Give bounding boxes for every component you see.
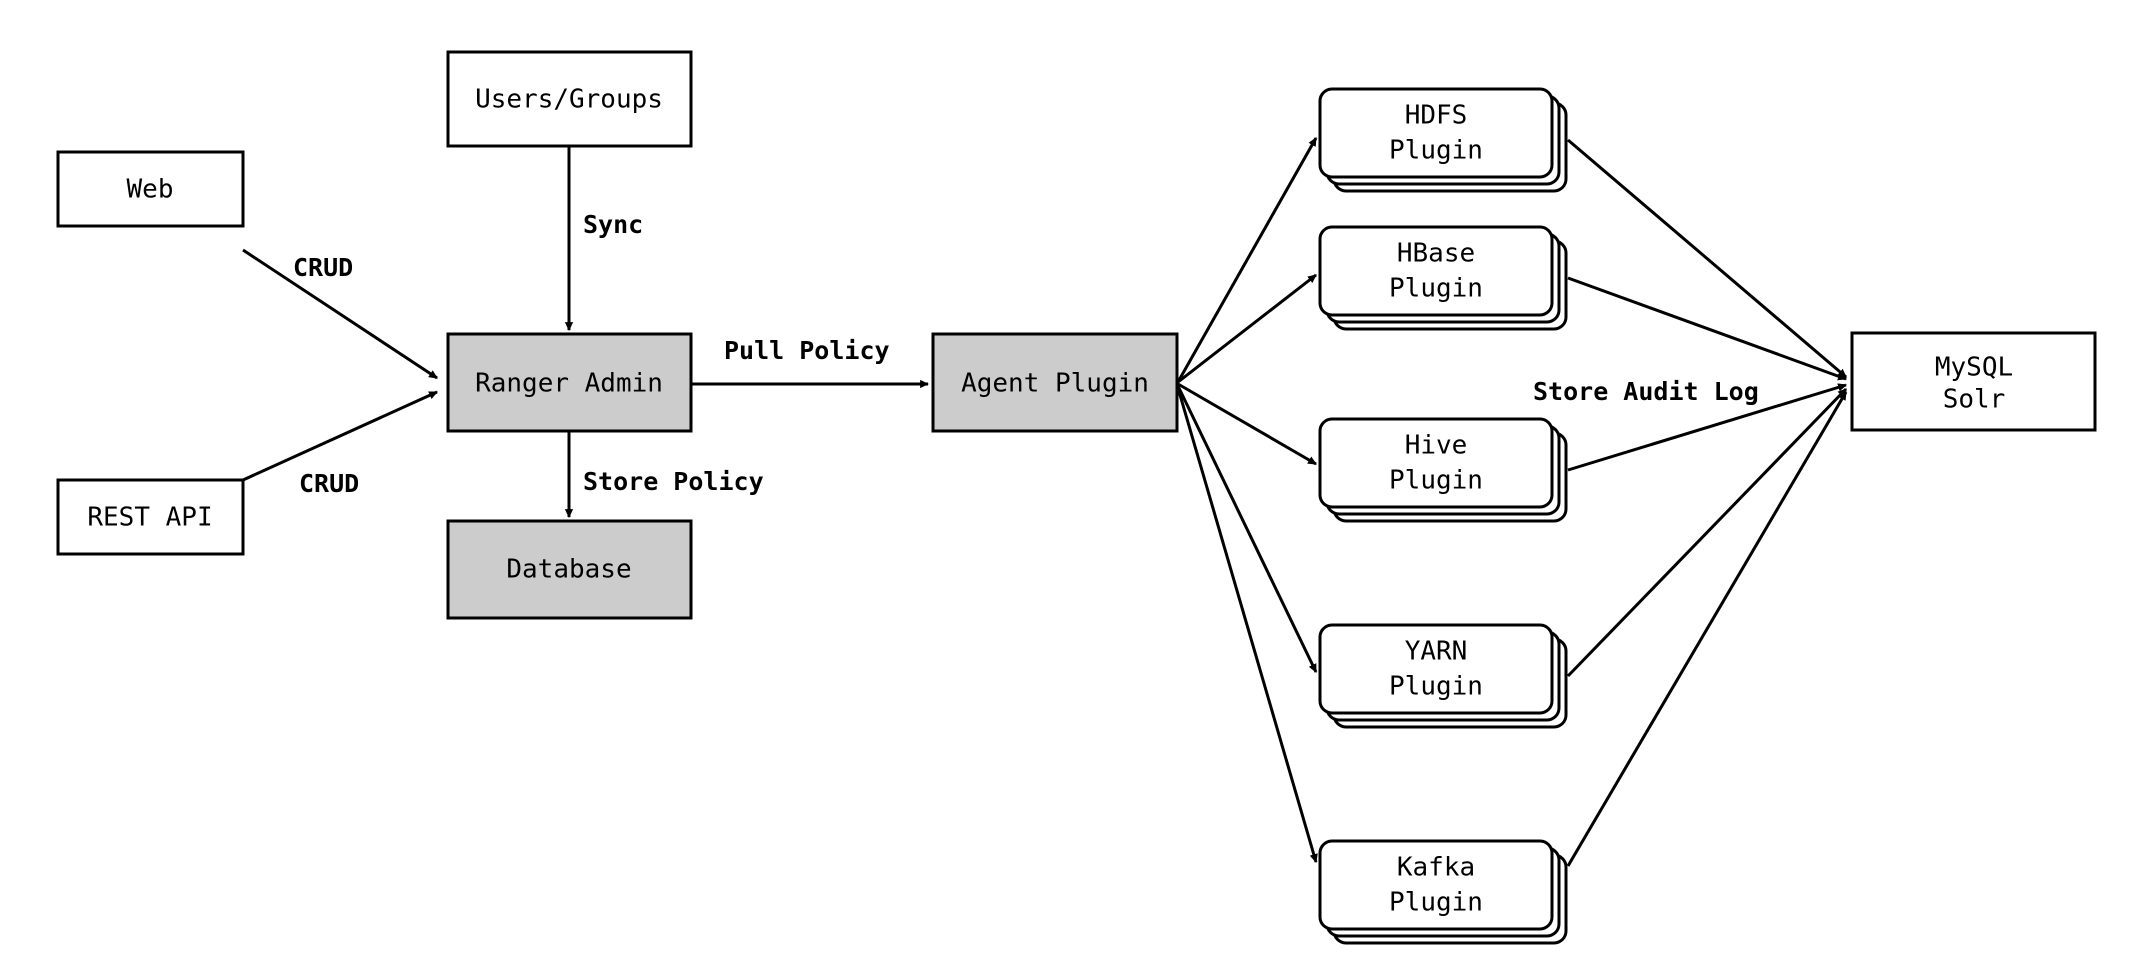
edge-agent-to-hive-plugin <box>1177 382 1317 466</box>
node-rest-api-label: REST API <box>87 503 212 533</box>
edge-agent-to-kafka-plugin <box>1176 387 1318 864</box>
node-users-groups-label: Users/Groups <box>475 85 663 115</box>
node-mysql-solr-label-line1: MySQL <box>1935 353 2013 383</box>
node-hdfs-plugin[interactable]: HDFS Plugin <box>1318 87 1568 193</box>
node-kafka-plugin-label-line1: Kafka <box>1397 853 1475 883</box>
node-web-label: Web <box>127 175 174 205</box>
node-kafka-plugin[interactable]: Kafka Plugin <box>1318 839 1568 945</box>
node-rest-api[interactable]: REST API <box>56 478 245 556</box>
edge-label-store-audit-log: Store Audit Log <box>1533 377 1759 406</box>
node-hive-plugin-label-line2: Plugin <box>1389 466 1483 496</box>
node-hive-plugin-label-line1: Hive <box>1405 431 1468 461</box>
node-mysql-solr[interactable]: MySQL Solr <box>1850 331 2097 432</box>
node-hive-plugin[interactable]: Hive Plugin <box>1318 417 1568 523</box>
node-hbase-plugin-label-line1: HBase <box>1397 239 1475 269</box>
node-ranger-admin-label: Ranger Admin <box>475 369 663 399</box>
edge-hbase-plugin-to-mysql-solr <box>1567 276 1848 381</box>
node-yarn-plugin-label-line2: Plugin <box>1389 672 1483 702</box>
node-hbase-plugin-label-line2: Plugin <box>1389 274 1483 304</box>
node-agent-plugin[interactable]: Agent Plugin <box>931 332 1179 433</box>
node-hbase-plugin[interactable]: HBase Plugin <box>1318 225 1568 331</box>
node-database[interactable]: Database <box>446 519 693 620</box>
edge-label-store-policy: Store Policy <box>583 467 764 496</box>
node-hdfs-plugin-label-line2: Plugin <box>1389 136 1483 166</box>
edge-agent-to-hdfs-plugin <box>1176 137 1318 383</box>
node-mysql-solr-label-line2: Solr <box>1943 385 2006 415</box>
node-kafka-plugin-label-line2: Plugin <box>1389 888 1483 918</box>
edge-label-crud-bottom: CRUD <box>299 469 359 498</box>
edge-label-crud-top: CRUD <box>293 253 353 282</box>
edge-agent-to-yarn-plugin <box>1176 385 1318 674</box>
node-web[interactable]: Web <box>56 150 245 228</box>
edge-hdfs-plugin-to-mysql-solr <box>1567 138 1847 379</box>
node-database-label: Database <box>506 555 631 585</box>
edge-hive-plugin-to-mysql-solr <box>1567 383 1848 472</box>
edge-yarn-plugin-to-mysql-solr <box>1566 387 1848 678</box>
node-agent-plugin-label: Agent Plugin <box>961 369 1149 399</box>
edge-kafka-plugin-to-mysql-solr <box>1566 391 1848 867</box>
edge-label-pull-policy: Pull Policy <box>724 336 890 365</box>
edge-restapi-to-ranger <box>242 390 439 482</box>
node-yarn-plugin-label-line1: YARN <box>1405 637 1468 667</box>
edge-agent-to-hbase-plugin <box>1177 273 1317 384</box>
node-hdfs-plugin-label-line1: HDFS <box>1405 101 1468 131</box>
node-ranger-admin[interactable]: Ranger Admin <box>446 332 693 433</box>
node-users-groups[interactable]: Users/Groups <box>446 50 693 148</box>
edge-web-to-ranger <box>242 248 438 380</box>
node-yarn-plugin[interactable]: YARN Plugin <box>1318 623 1568 729</box>
edge-label-sync: Sync <box>583 210 643 239</box>
